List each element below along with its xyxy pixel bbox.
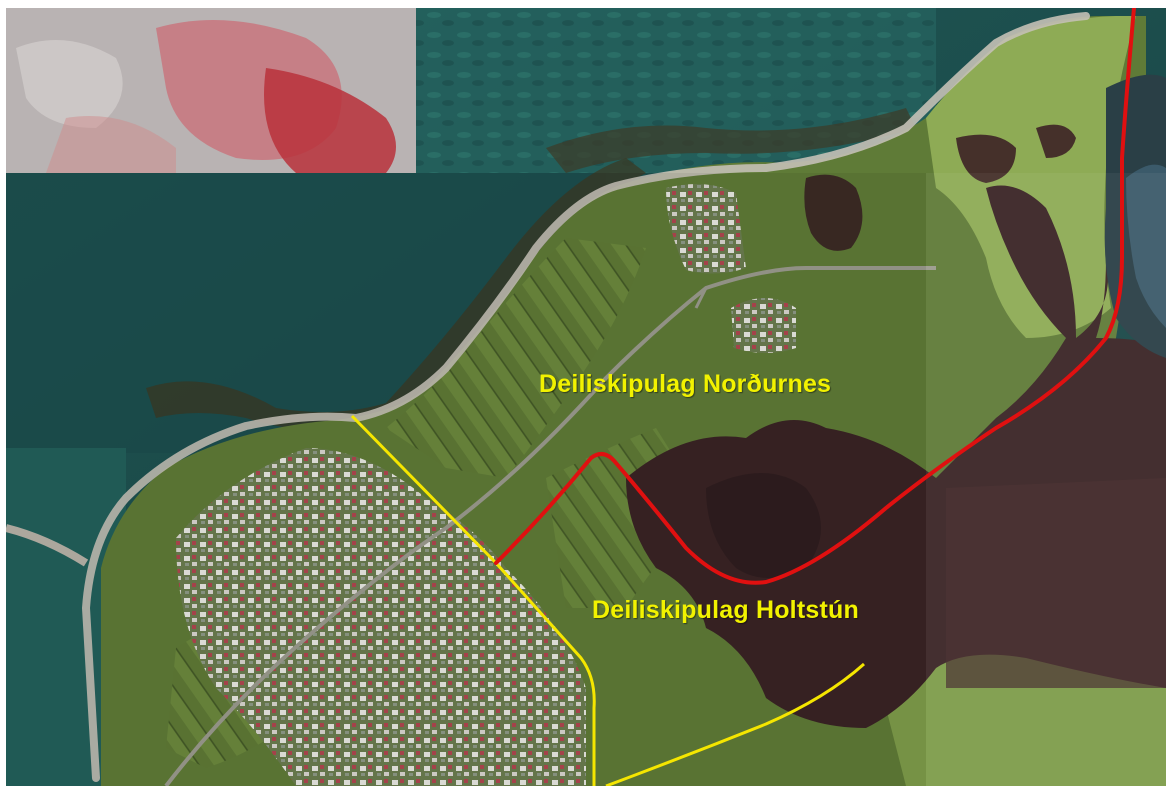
label-holtstun: Deiliskipulag Holtstún (592, 596, 859, 624)
infrared-tile (6, 8, 416, 173)
planning-boundary-red (494, 8, 1136, 585)
label-nordurnes: Deiliskipulag Norðurnes (539, 370, 832, 398)
aerial-map[interactable]: Deiliskipulag Norðurnes Deiliskipulag Ho… (6, 8, 1166, 786)
aerial-photo (6, 8, 1166, 786)
planning-boundary-yellow (350, 414, 865, 786)
